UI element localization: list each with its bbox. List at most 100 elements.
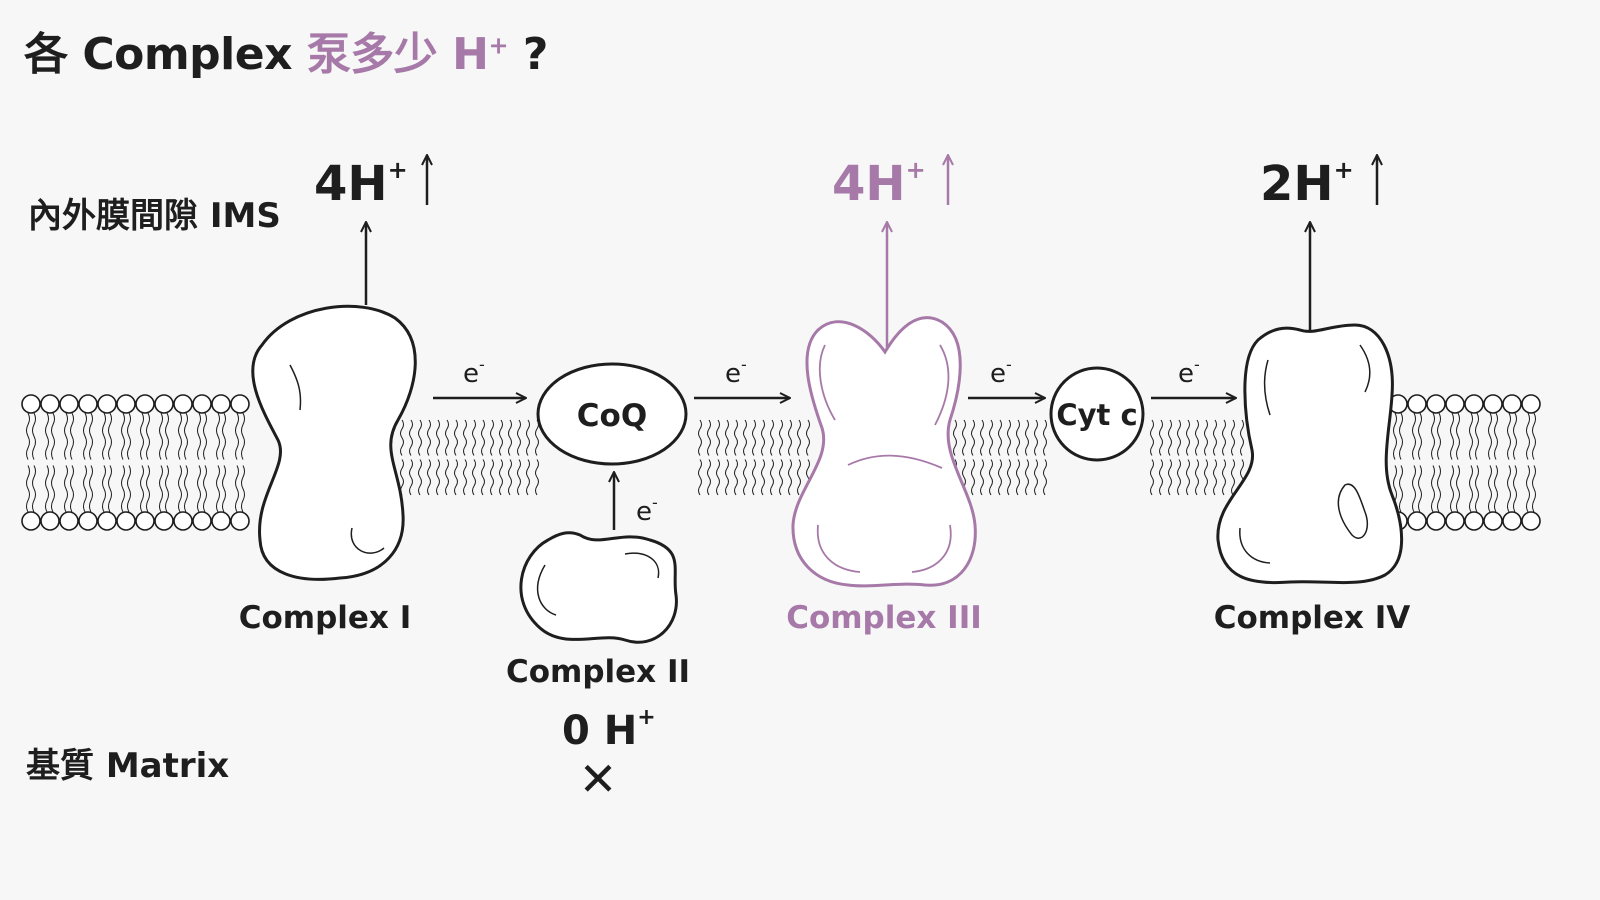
coq-carrier: CoQ	[536, 362, 688, 466]
phospholipid-tail	[725, 419, 729, 456]
phospholipid-tail	[165, 465, 169, 513]
phospholipid-tail	[409, 459, 413, 496]
phospholipid-tail	[436, 419, 440, 456]
phospholipid-head	[116, 511, 136, 531]
phospholipid-tail	[535, 459, 539, 496]
phospholipid-tail	[1437, 412, 1441, 460]
phospholipid-tail	[184, 465, 188, 513]
coq-label: CoQ	[577, 398, 647, 434]
phospholipid-head	[192, 394, 212, 414]
phospholipid-tail	[1450, 412, 1454, 460]
phospholipid-head	[135, 511, 155, 531]
phospholipid-tail	[241, 412, 245, 460]
phospholipid-tail	[788, 459, 792, 496]
phospholipid-tail	[1007, 459, 1011, 496]
phospholipid-tail	[1195, 419, 1199, 456]
phospholipid-tail	[1526, 412, 1530, 460]
phospholipid-tail	[770, 419, 774, 456]
complex-iv-detail-3	[1239, 527, 1271, 564]
phospholipid-head	[1521, 511, 1541, 531]
phospholipid-tail	[64, 412, 68, 460]
phospholipid-tail	[165, 412, 169, 460]
complex-iii-detail-2	[934, 344, 950, 426]
phospholipid-tail	[70, 465, 74, 513]
phospholipid-tail	[797, 459, 801, 496]
phospholipid-tail	[743, 419, 747, 456]
phospholipid-tail	[1043, 459, 1047, 496]
complex-iv-detail-4	[1337, 483, 1369, 539]
phospholipid-head	[1426, 394, 1446, 414]
phospholipid-tail	[1488, 412, 1492, 460]
phospholipid-head	[1483, 394, 1503, 414]
phospholipid-tail	[752, 459, 756, 496]
phospholipid-head	[1464, 511, 1484, 531]
phospholipid-tail	[1231, 419, 1235, 456]
phospholipid-tail	[725, 459, 729, 496]
phospholipid-tail	[108, 412, 112, 460]
phospholipid-tail	[953, 419, 957, 456]
phospholipid-tail	[178, 465, 182, 513]
phospholipid-tail	[1159, 419, 1163, 456]
phospholipid-head	[192, 511, 212, 531]
complex-iv-label: Complex IV	[1214, 600, 1411, 636]
phospholipid-head	[116, 394, 136, 414]
phospholipid-tail	[1213, 419, 1217, 456]
phospholipid-tail	[1150, 419, 1154, 456]
complex-iii-shape	[791, 316, 977, 588]
phospholipid-tail	[770, 459, 774, 496]
phospholipid-tail	[89, 465, 93, 513]
title-suffix: ?	[508, 29, 549, 80]
phospholipid-tail	[1437, 465, 1441, 513]
complex-i-detail-2	[350, 527, 385, 554]
phospholipid-tail	[481, 419, 485, 456]
complex-iii-proton-count: 4H+	[832, 156, 926, 212]
phospholipid-tail	[140, 465, 144, 513]
phospholipid-tail	[427, 419, 431, 456]
phospholipid-head	[97, 511, 117, 531]
electron-arrow-3: e-	[968, 355, 1045, 398]
phospholipid-tail	[51, 465, 55, 513]
phospholipid-head	[135, 394, 155, 414]
phospholipid-head	[1483, 511, 1503, 531]
phospholipid-head	[1407, 511, 1427, 531]
complex-i: 4H+ Complex I	[239, 155, 427, 636]
phospholipid-head	[97, 394, 117, 414]
phospholipid-tail	[1431, 465, 1435, 513]
phospholipid-tail	[1204, 459, 1208, 496]
phospholipid-tail	[1418, 412, 1422, 460]
phospholipid-head	[21, 394, 41, 414]
phospholipid-tail	[1469, 465, 1473, 513]
complex-iv-shape	[1216, 323, 1404, 585]
phospholipid-tail	[1231, 459, 1235, 496]
phospholipid-tail	[1469, 412, 1473, 460]
complex-iii-label: Complex III	[786, 600, 982, 636]
phospholipid-tail	[971, 459, 975, 496]
phospholipid-tail	[1177, 459, 1181, 496]
phospholipid-tail	[698, 419, 702, 456]
phospholipid-tail	[980, 419, 984, 456]
complex-iv-detail-2	[1359, 344, 1371, 393]
ims-label: 內外膜間隙 IMS	[28, 196, 281, 236]
phospholipid-tail	[797, 419, 801, 456]
phospholipid-head	[1521, 394, 1541, 414]
phospholipid-head	[173, 511, 193, 531]
phospholipid-tail	[698, 459, 702, 496]
phospholipid-tail	[400, 419, 404, 456]
phospholipid-tail	[127, 465, 131, 513]
electron-label: e-	[463, 355, 485, 389]
complex-iii: 4H+ Complex III	[786, 155, 982, 636]
phospholipid-tail	[1450, 465, 1454, 513]
complex-iv: 2H+ Complex IV	[1214, 155, 1411, 636]
phospholipid-tail	[752, 419, 756, 456]
phospholipid-tail	[1034, 419, 1038, 456]
phospholipid-tail	[734, 459, 738, 496]
phospholipid-tail	[716, 419, 720, 456]
phospholipid-tail	[1016, 459, 1020, 496]
phospholipid-tail	[418, 459, 422, 496]
phospholipid-tail	[454, 459, 458, 496]
phospholipid-tail	[490, 419, 494, 456]
electron-arrow-1: e-	[433, 355, 526, 398]
phospholipid-tail	[436, 459, 440, 496]
cytc-label: Cyt c	[1056, 398, 1137, 432]
complex-iii-detail-4	[816, 524, 861, 573]
